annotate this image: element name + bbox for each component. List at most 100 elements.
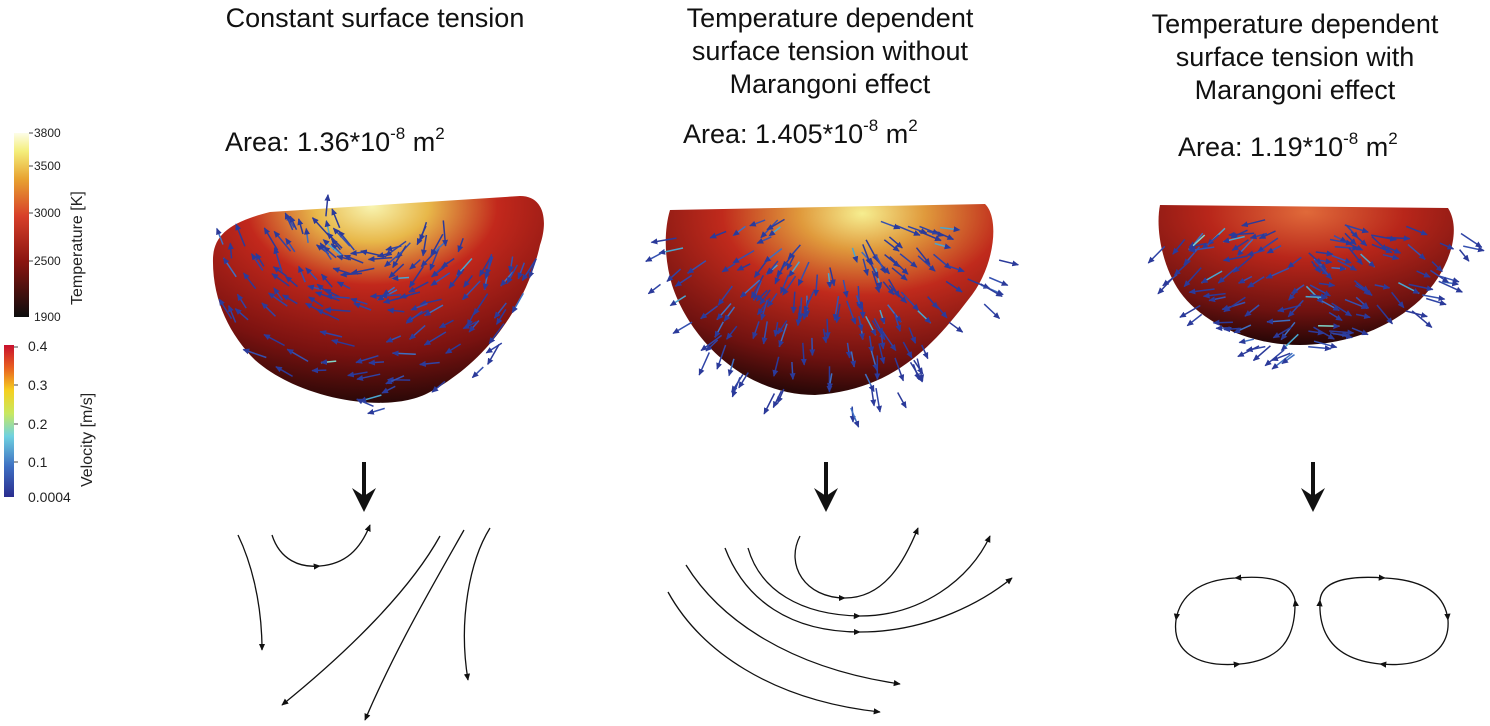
velocity-vector xyxy=(1223,296,1246,313)
velocity-vector xyxy=(1186,313,1203,327)
velocity-vector xyxy=(686,260,707,274)
streamline-2b xyxy=(747,535,991,620)
velocity-vector xyxy=(787,244,801,260)
velocity-vector xyxy=(442,220,449,247)
velocity-vector xyxy=(897,392,907,409)
velocity-vector xyxy=(859,302,866,319)
velocity-vector xyxy=(645,252,663,263)
velocity-vector xyxy=(495,308,507,326)
velocity-vector xyxy=(767,260,779,275)
velocity-vector xyxy=(846,300,857,325)
velocity-vector xyxy=(347,371,368,378)
panel3-area-exp: -8 xyxy=(1343,129,1359,148)
velocity-vector xyxy=(1374,283,1391,290)
velocity-vector xyxy=(408,281,429,293)
velocity-vector xyxy=(1376,304,1393,325)
velocity-vector xyxy=(297,218,304,235)
velocity-vector xyxy=(1237,345,1260,358)
velocity-vector xyxy=(388,263,405,279)
velocity-vector xyxy=(391,275,410,282)
velocity-vector xyxy=(1231,239,1249,251)
streamline-2e xyxy=(667,591,881,715)
velocity-vector xyxy=(463,274,474,288)
velocity-vector xyxy=(355,354,379,364)
velocity-vector xyxy=(1344,298,1369,310)
velocity-vector xyxy=(732,225,746,237)
velocity-vector xyxy=(1407,243,1426,260)
velocity-vector xyxy=(829,267,836,287)
velocity-vector xyxy=(669,295,687,307)
velocity-vector xyxy=(421,234,428,257)
velocity-vector xyxy=(487,344,500,366)
velocity-vector xyxy=(871,320,886,341)
velocity-vector xyxy=(321,273,333,288)
velocity-vector xyxy=(368,359,385,366)
velocity-vector xyxy=(721,262,736,273)
velocity-vector xyxy=(757,297,771,316)
velocity-vector xyxy=(912,363,920,381)
velocity-vector xyxy=(988,276,1009,286)
velocity-vector xyxy=(1266,318,1291,325)
velocity-vector xyxy=(1328,311,1343,322)
velocity-vector xyxy=(1313,326,1335,340)
velocity-vector xyxy=(1241,219,1266,228)
velocity-vector xyxy=(381,385,396,394)
velocity-vector xyxy=(1265,267,1290,279)
velocity-vector xyxy=(1188,288,1215,295)
velocity-vector xyxy=(1333,235,1348,243)
velocity-vector xyxy=(1439,242,1455,250)
velocity-vector xyxy=(893,313,902,332)
melt-pool-3-shape xyxy=(1158,205,1454,345)
velocity-vector xyxy=(908,327,917,344)
velocity-vector xyxy=(927,296,939,309)
velocity-vector xyxy=(409,324,426,340)
velocity-vector xyxy=(1280,321,1296,341)
velocity-vector xyxy=(1272,326,1292,339)
velocity-vector xyxy=(674,274,693,287)
velocity-vector xyxy=(717,285,733,306)
velocity-vector xyxy=(517,262,526,280)
velocity-vector xyxy=(385,375,405,385)
velocity-vector xyxy=(948,321,964,333)
velocity-vector xyxy=(261,302,277,317)
velocity-vector xyxy=(430,272,451,287)
velocity-vector xyxy=(899,253,918,268)
velocity-vector xyxy=(884,254,900,268)
velocity-vector xyxy=(343,254,364,264)
panel2-title: Temperature dependent surface tension wi… xyxy=(620,2,1040,101)
panel3-title-line3: Marangoni effect xyxy=(1194,75,1396,105)
velocity-vector xyxy=(1463,245,1485,253)
velocity-vector xyxy=(359,394,382,403)
streamline-2c xyxy=(724,547,1013,636)
velocity-vector xyxy=(284,212,294,231)
velocity-vector xyxy=(732,249,755,264)
temperature-colorbar-title: Temperature [K] xyxy=(69,191,86,305)
velocity-vector xyxy=(1308,345,1332,352)
velocity-vector xyxy=(1266,245,1282,254)
velocity-vector xyxy=(331,208,341,229)
velocity-vector xyxy=(1360,253,1376,268)
velocity-vector xyxy=(824,318,831,340)
velocity-vector xyxy=(457,237,464,253)
velocity-vector xyxy=(709,230,727,239)
velocity-vector xyxy=(289,215,298,231)
velocity-vector xyxy=(1237,275,1253,284)
velocity-vector xyxy=(391,350,416,357)
velocity-vector xyxy=(879,334,886,350)
velocity-vector xyxy=(511,292,524,314)
velocity-vector xyxy=(1382,253,1400,261)
velocity-vector xyxy=(705,339,719,352)
velocity-vector xyxy=(873,318,884,335)
velocity-vector xyxy=(322,239,343,257)
velocity-vector xyxy=(998,259,1020,267)
velocity-vector xyxy=(1222,255,1248,263)
velocity-vector xyxy=(1330,331,1353,340)
velocity-vector xyxy=(1371,243,1393,254)
velocity-vector xyxy=(780,274,790,294)
panel1-title-line1: Constant surface tension xyxy=(225,3,525,33)
velocity-vector xyxy=(462,280,481,301)
panel3-area-prefix: Area: 1.19*10 xyxy=(1178,132,1344,162)
velocity-vector xyxy=(1308,252,1322,265)
velocity-vector xyxy=(716,344,727,370)
velocity-vector xyxy=(376,251,392,258)
